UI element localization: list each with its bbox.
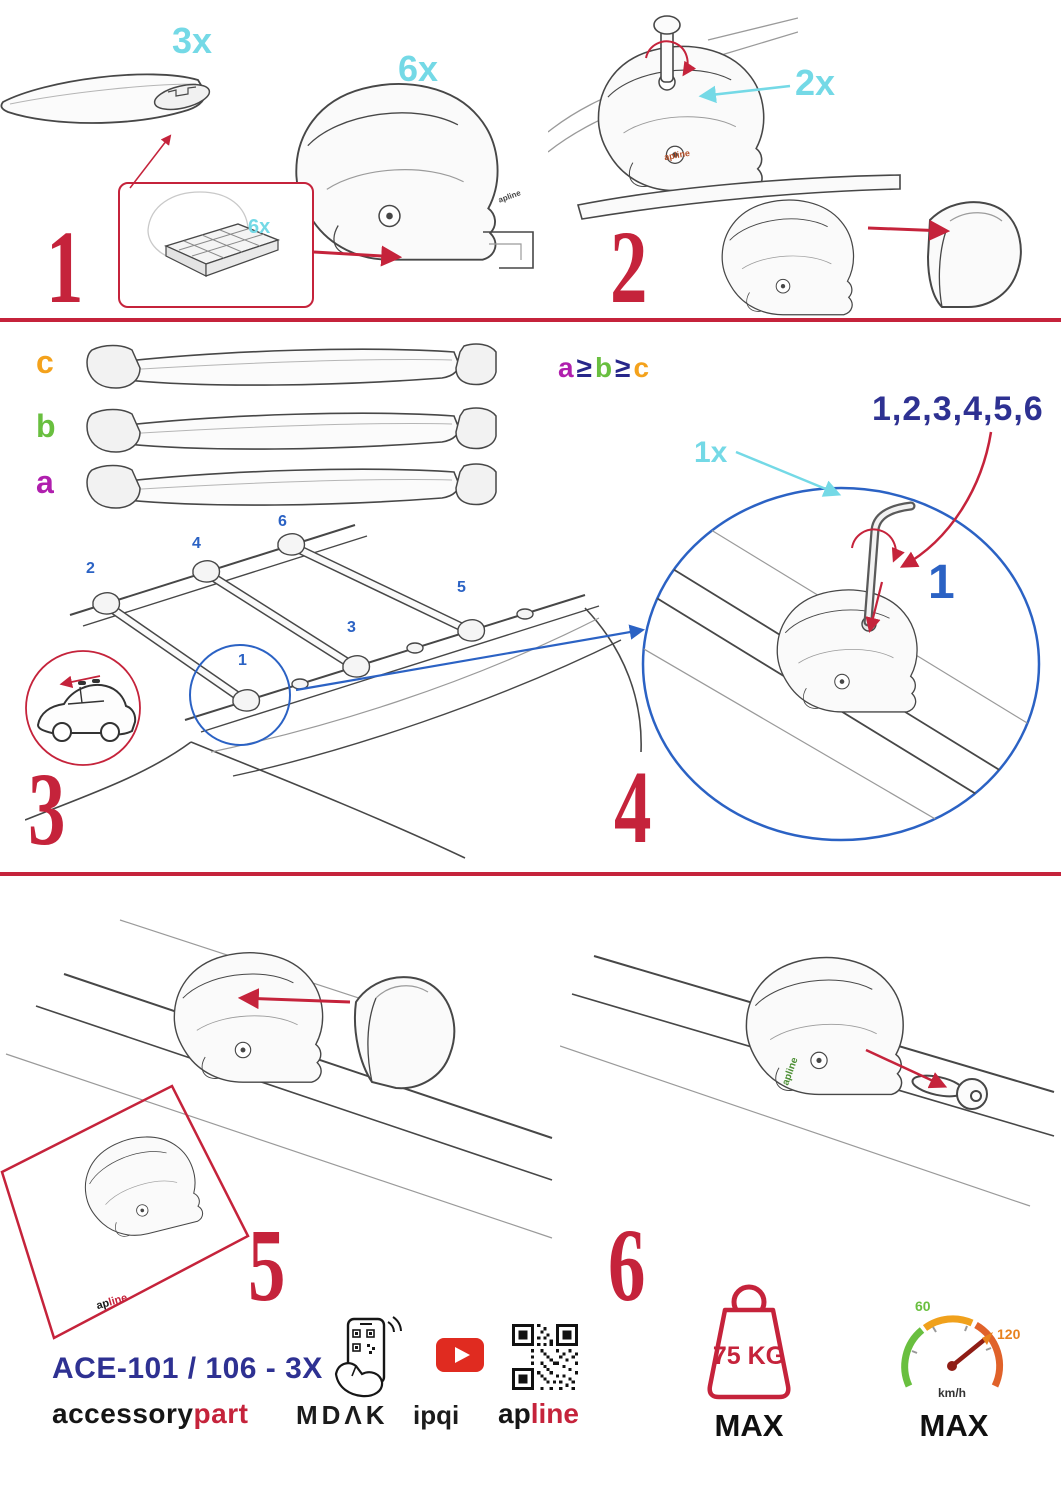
speed-limit-gauge-icon	[901, 1315, 1004, 1388]
position-label-1: 1	[238, 652, 247, 669]
sequence-callout-1: 1	[928, 556, 955, 609]
speed-high-label: 120	[997, 1326, 1021, 1342]
mdak-wordmark: MDΛK	[296, 1400, 389, 1430]
ipqi-wordmark: ipqi	[413, 1400, 460, 1430]
mounted-crossbars	[102, 540, 472, 705]
key-qty-label: 2x	[795, 62, 836, 103]
bar-endcap-illustration	[576, 174, 1022, 316]
bar-label-b: b	[36, 408, 56, 444]
rule-gte-2: ≥	[615, 352, 631, 383]
position-label-3: 3	[347, 619, 356, 636]
rule-c: c	[633, 352, 650, 383]
brand-black: accessory	[52, 1398, 194, 1429]
model-number: ACE-101 / 106 - 3X	[52, 1352, 323, 1385]
tightening-sequence: 1,2,3,4,5,6	[872, 390, 1044, 428]
zoom-detail-circle	[641, 486, 1041, 842]
pad-detail-box	[118, 182, 314, 308]
qr-code-icon	[512, 1324, 578, 1390]
crossbar-b-illustration	[86, 407, 497, 453]
gauge-needle	[949, 1337, 987, 1369]
speed-unit-label: km/h	[938, 1386, 967, 1400]
crossbar-c-illustration	[86, 343, 497, 389]
youtube-icon	[436, 1338, 484, 1372]
apline-black: ap	[498, 1398, 531, 1429]
apline-red: line	[530, 1398, 579, 1429]
bar-label-a: a	[36, 464, 54, 500]
car-roof-illustration	[25, 524, 642, 859]
position-1-highlight-circle	[189, 644, 291, 746]
position-label-5: 5	[457, 579, 466, 596]
phone-scan-icon	[334, 1316, 402, 1398]
rule-gte-1: ≥	[576, 352, 592, 383]
rule-a: a	[558, 352, 574, 383]
detail-panel-frame	[0, 1084, 250, 1340]
lock-key-illustration	[560, 955, 1055, 1207]
position-label-6: 6	[278, 513, 287, 530]
weight-limit-max: MAX	[714, 1408, 784, 1443]
rule-b: b	[594, 352, 613, 383]
step-3-number: 3	[28, 752, 66, 867]
brand-wordmark: accessorypart	[52, 1398, 248, 1430]
tool-qty-label: 1x	[694, 436, 728, 469]
length-order-rule: a ≥ b ≥ c	[558, 352, 649, 384]
car-direction-badge	[25, 650, 141, 766]
foot-illustration-step1	[295, 83, 534, 269]
brand-red: part	[193, 1398, 249, 1429]
weight-limit-icon	[707, 1284, 791, 1400]
step-5-number: 5	[248, 1208, 286, 1323]
step-2-number: 2	[610, 210, 648, 325]
crossbar-qty-label: 3x	[172, 20, 213, 61]
step-4-number: 4	[614, 750, 652, 865]
pad-qty-label: 6x	[248, 216, 271, 238]
section-divider-1	[0, 318, 1061, 322]
step-1-number: 1	[46, 210, 84, 325]
foot-qty-label: 6x	[398, 48, 439, 89]
weight-limit-value: 75 KG	[712, 1342, 786, 1370]
bar-label-c: c	[36, 344, 54, 380]
position-label-2: 2	[86, 560, 95, 577]
speed-limit-max: MAX	[919, 1408, 989, 1443]
key-icon	[911, 1074, 988, 1110]
section-divider-2	[0, 872, 1061, 876]
step-6-number: 6	[608, 1208, 646, 1323]
end-cap-illustration	[353, 976, 456, 1090]
crossbar-illustration	[0, 73, 211, 124]
end-cap-piece	[926, 201, 1022, 308]
pad-illustration	[147, 191, 281, 277]
speed-low-label: 60	[915, 1298, 931, 1314]
cap-install-illustration	[0, 919, 553, 1340]
apline-wordmark: apline	[498, 1398, 579, 1430]
position-label-4: 4	[192, 535, 201, 552]
